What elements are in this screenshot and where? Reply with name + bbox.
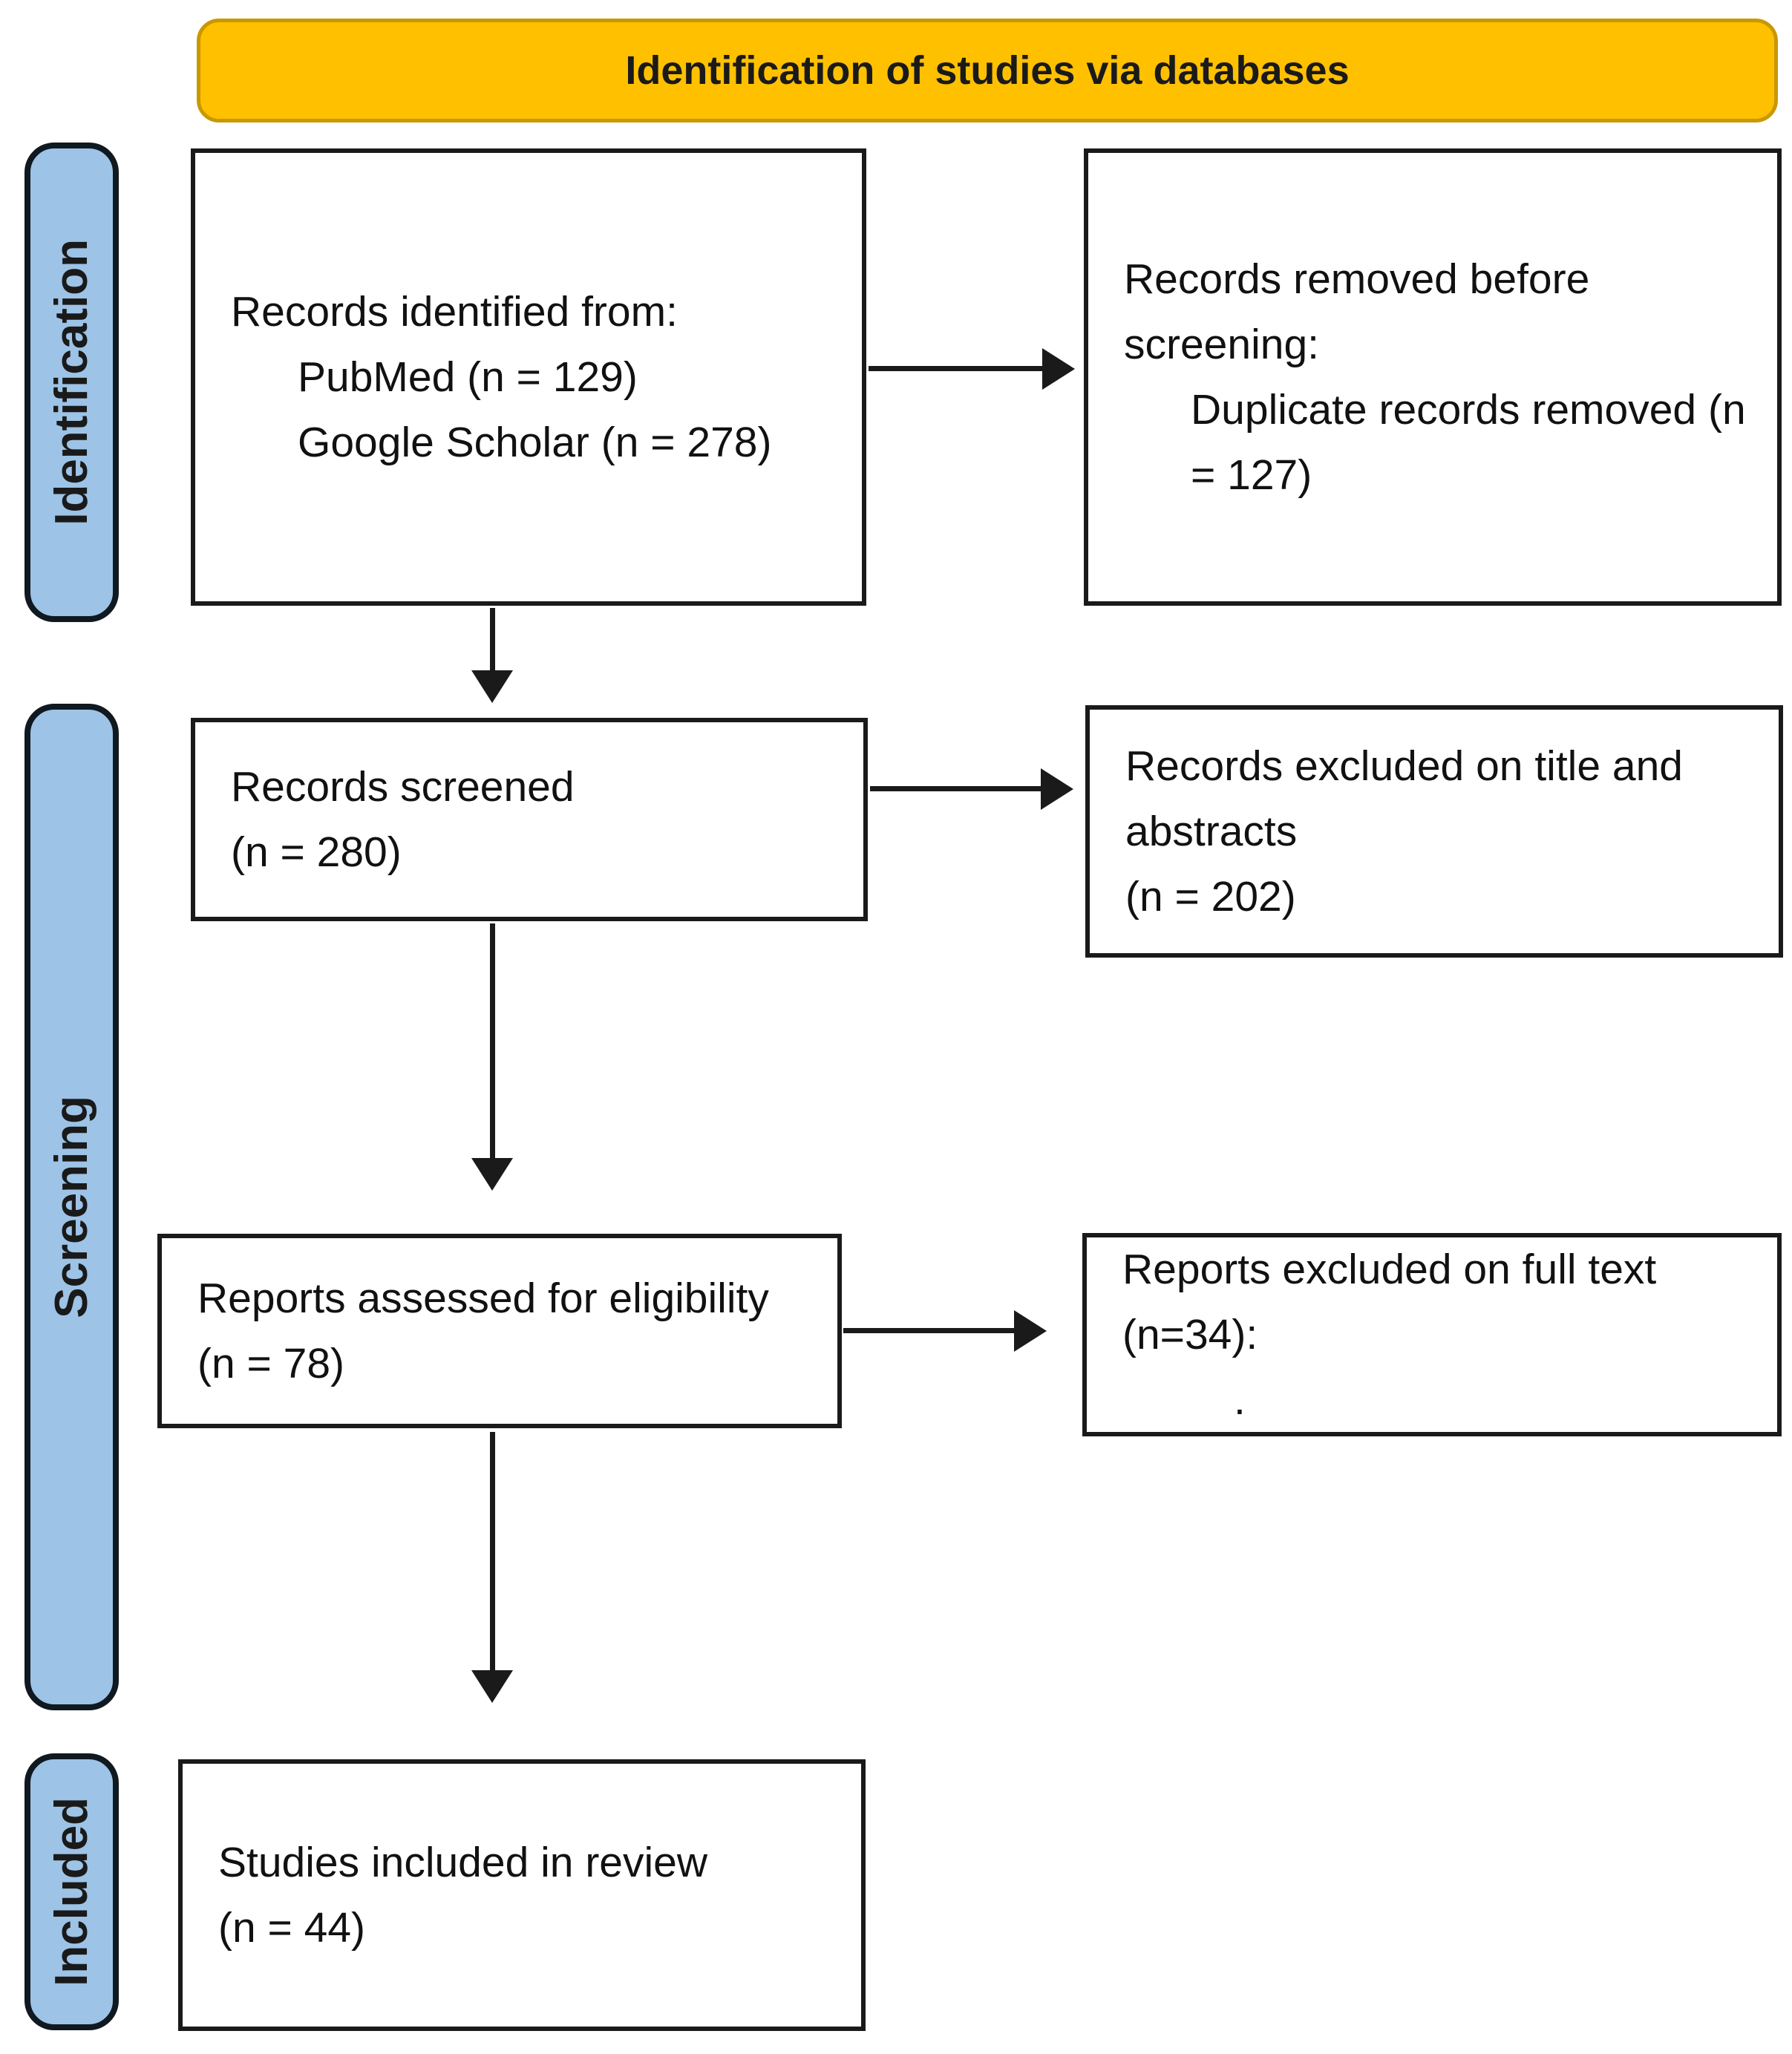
records-excluded-count: (n = 202) [1125, 873, 1296, 920]
records-identified-item-pubmed: PubMed (n = 129) [298, 353, 638, 401]
reports-assessed-count: (n = 78) [197, 1340, 345, 1387]
records-screened-count: (n = 280) [231, 828, 402, 876]
reports-assessed-line1: Reports assessed for eligibility [197, 1275, 769, 1322]
arrow-assessed-to-reports-excluded-line [843, 1328, 1017, 1333]
studies-included-line1: Studies included in review [218, 1839, 708, 1886]
arrowhead-down-icon [471, 1670, 513, 1703]
arrow-screened-to-excluded-line [870, 786, 1044, 791]
banner: Identification of studies via databases [197, 19, 1778, 122]
box-records-excluded: Records excluded on title and abstracts … [1085, 705, 1783, 958]
box-records-removed: Records removed before screening: Duplic… [1084, 148, 1782, 606]
records-screened-line1: Records screened [231, 763, 575, 811]
box-reports-excluded: Reports excluded on full text (n=34): . [1082, 1233, 1782, 1436]
records-excluded-line1: Records excluded on title and abstracts [1125, 742, 1683, 855]
records-removed-title: Records removed before screening: [1124, 255, 1590, 368]
arrowhead-down-icon [471, 1158, 513, 1191]
reports-excluded-bullet: . [1234, 1376, 1246, 1424]
box-records-screened: Records screened (n = 280) [191, 718, 868, 921]
arrow-screened-to-assessed-line [490, 923, 495, 1161]
box-records-identified: Records identified from: PubMed (n = 129… [191, 148, 866, 606]
box-studies-included: Studies included in review (n = 44) [178, 1759, 866, 2031]
stage-identification-label: Identification [46, 239, 97, 526]
stage-screening-label: Screening [46, 1096, 97, 1318]
box-reports-assessed: Reports assessed for eligibility (n = 78… [157, 1234, 842, 1428]
arrow-identified-to-screened-line [490, 608, 495, 673]
stage-screening: Screening [24, 704, 119, 1710]
banner-label: Identification of studies via databases [625, 48, 1350, 93]
records-removed-item-duplicates: Duplicate records removed (n = 127) [1191, 386, 1746, 499]
records-identified-title: Records identified from: [231, 288, 678, 336]
arrowhead-right-icon [1041, 768, 1073, 810]
stage-included-label: Included [46, 1797, 97, 1986]
reports-excluded-count: (n=34): [1122, 1311, 1258, 1358]
reports-excluded-line1: Reports excluded on full text [1122, 1246, 1657, 1293]
arrow-assessed-to-included-line [490, 1432, 495, 1673]
arrowhead-right-icon [1042, 348, 1075, 390]
records-identified-item-google-scholar: Google Scholar (n = 278) [298, 419, 772, 466]
arrowhead-right-icon [1014, 1310, 1047, 1352]
arrowhead-down-icon [471, 670, 513, 703]
stage-identification: Identification [24, 143, 119, 622]
studies-included-count: (n = 44) [218, 1904, 366, 1952]
arrow-identified-to-removed-line [869, 366, 1045, 371]
stage-included: Included [24, 1753, 119, 2030]
